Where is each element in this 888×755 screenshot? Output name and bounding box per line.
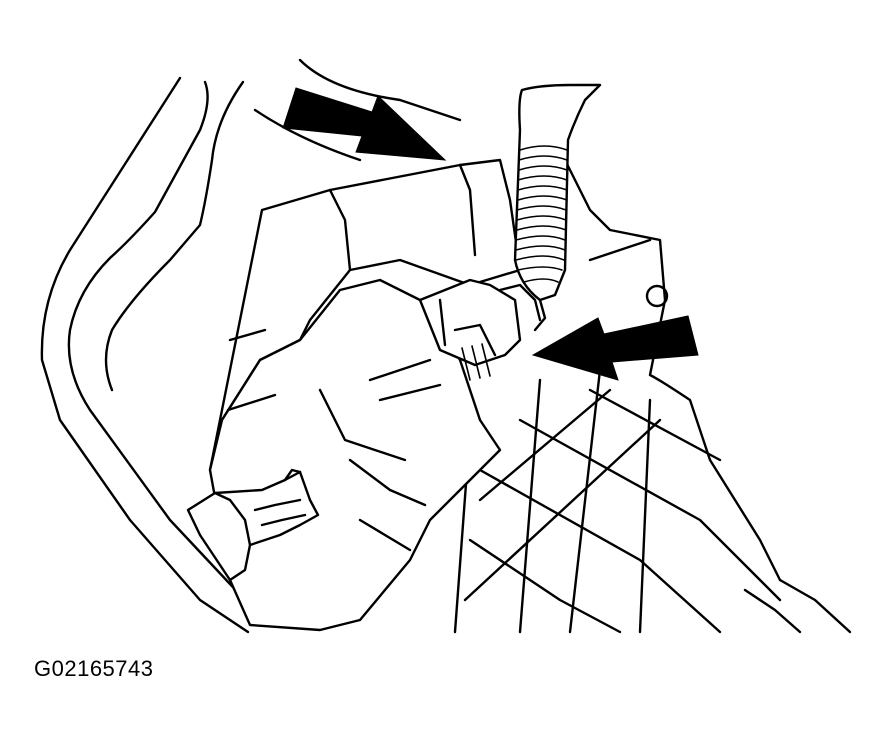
housing-panel	[40, 58, 462, 634]
figure-id-label: G02165743	[34, 656, 154, 681]
connector-plug	[418, 278, 542, 381]
connector-body	[208, 158, 522, 632]
lattice-grid	[453, 368, 782, 634]
mounting-bracket	[558, 148, 852, 634]
wire-harness	[513, 83, 602, 332]
arrow-left-icon	[531, 315, 699, 381]
retaining-clip	[186, 468, 320, 582]
callout-arrows	[282, 87, 699, 381]
arrow-right-icon	[282, 87, 447, 161]
